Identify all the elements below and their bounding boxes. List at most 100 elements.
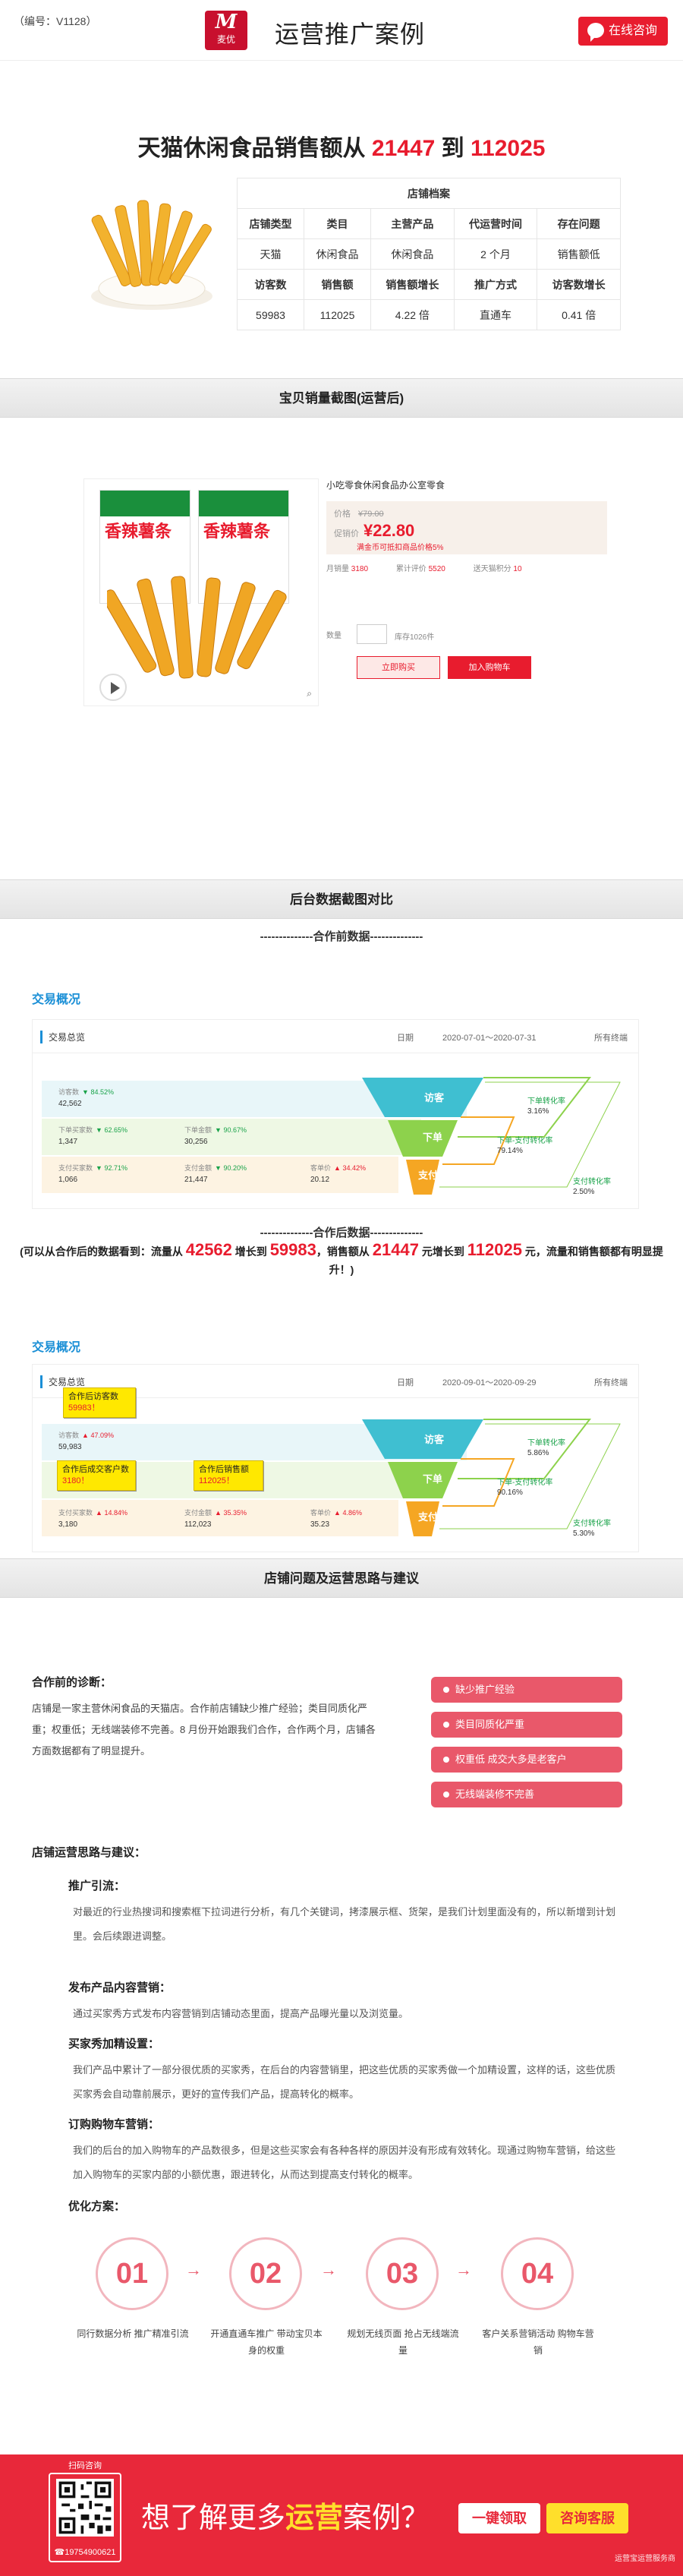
table-cell: 0.41 倍	[537, 299, 621, 330]
note-exclaim: ！	[225, 1476, 234, 1485]
qr-code-box[interactable]: 扫码咨询 ☎19754900621	[49, 2461, 121, 2562]
note-exclaim: ！	[80, 1476, 90, 1485]
add-to-cart-button[interactable]: 加入购物车	[448, 656, 531, 679]
conversion-bracket-inner	[442, 1458, 515, 1507]
logo[interactable]: M 麦优	[205, 11, 247, 50]
metric-value: 21,447	[184, 1176, 208, 1184]
logo-text: 麦优	[216, 34, 235, 45]
strategy-body: 通过买家秀方式发布内容营销到店铺动态里面，提高产品曝光量以及浏览量。	[73, 2008, 409, 2019]
metric-label: 支付买家数	[58, 1509, 93, 1517]
table-header: 推广方式	[453, 269, 538, 300]
conversion-label: 支付转化率	[573, 1178, 611, 1186]
strategy-body: 对最近的行业热搜词和搜索框下拉词进行分析，有几个关键词，拷漆展示框、货架，是我们…	[73, 1906, 616, 1942]
comparison-value: 59983	[269, 1240, 316, 1259]
metric-change: ▼ 90.20%	[215, 1164, 247, 1172]
online-consult-button[interactable]: 在线咨询	[578, 17, 668, 46]
price-box: 价格¥79.00 促销价¥22.80 满金币可抵扣商品价格5%	[326, 501, 607, 554]
step-text: 同行数据分析 推广精准引流	[77, 2328, 189, 2339]
headline-prefix: 天猫休闲食品销售额从	[137, 136, 372, 161]
metric-label: 客单价	[310, 1509, 332, 1517]
step-number: 04	[501, 2237, 574, 2310]
qr-code-icon	[56, 2479, 114, 2537]
conversion-bracket-total	[439, 1423, 621, 1530]
one-click-claim-button[interactable]: 一键领取	[458, 2503, 540, 2533]
headline-from: 21447	[371, 136, 436, 161]
package-name: 香辣薯条	[203, 522, 271, 541]
buy-now-button[interactable]: 立即购买	[357, 656, 440, 679]
store-profile-title: 店铺档案	[237, 178, 621, 209]
metric-change: ▲ 14.84%	[96, 1509, 127, 1517]
metric-pay-buyers: 支付买家数▲ 14.84%3,180	[58, 1507, 127, 1529]
date-range[interactable]: 2020-07-01～2020-07-31	[442, 1034, 537, 1043]
note-exclaim: ！	[91, 1403, 100, 1413]
conversion-label: 下单-支付转化率	[497, 1137, 553, 1145]
panel-header: 交易总览 日期 2020-07-01～2020-07-31 所有终端	[33, 1020, 638, 1053]
problem-pill: 无线端装修不完善	[431, 1782, 622, 1807]
play-video-button[interactable]	[99, 674, 127, 701]
funnel-payments	[406, 1501, 439, 1536]
metric-order-buyers: 下单买家数▼ 62.65%1,347	[58, 1125, 127, 1146]
stat-value: 10	[513, 565, 522, 573]
metric-value: 35.23	[310, 1520, 330, 1529]
terminal-select[interactable]: 所有终端	[594, 1034, 628, 1043]
metric-visitors: 访客数▲ 47.09%59,983	[58, 1430, 114, 1451]
metric-value: 112,023	[184, 1520, 212, 1529]
table-header: 代运营时间	[453, 208, 538, 239]
date-range[interactable]: 2020-09-01～2020-09-29	[442, 1378, 537, 1387]
note-value: 112025	[199, 1476, 226, 1485]
online-consult-label: 在线咨询	[609, 24, 658, 37]
headline-mid: 到	[435, 136, 471, 161]
conversion-bracket-total	[439, 1081, 621, 1188]
price-note: 满金币可抵扣商品价格5%	[357, 544, 444, 552]
header: （编号：V1128） M 麦优 运营推广案例 在线咨询	[0, 0, 683, 61]
comparison-value: 42562	[185, 1240, 232, 1259]
slogan-prefix: 想了解更多	[141, 2502, 286, 2534]
panel-label: 交易总览	[40, 1375, 85, 1388]
strategy-body: 我们产品中累计了一部分很优质的买家秀，在后台的内容营销里，把这些优质的买家秀做一…	[73, 2064, 616, 2100]
table-cell: 天猫	[236, 238, 305, 270]
metric-value: 59,983	[58, 1443, 82, 1451]
funnel-label: 访客	[424, 1092, 445, 1103]
note-label: 合作后访客数	[68, 1392, 118, 1401]
table-row: 访客数 销售额 销售额增长 推广方式 访客数增长	[236, 269, 621, 300]
comparison-text: (可以从合作后的数据看到：流量从	[20, 1245, 186, 1258]
funnel-label: 下单	[423, 1473, 443, 1485]
funnel-label: 下单	[423, 1132, 443, 1143]
metric-value: 30,256	[184, 1138, 208, 1146]
panel-label: 交易总览	[40, 1031, 85, 1043]
note-label: 合作后销售额	[199, 1465, 249, 1474]
contact-phone: ☎19754900621	[54, 2548, 116, 2557]
metric-label: 访客数	[58, 1088, 80, 1096]
strategy-heading: 推广引流：	[68, 1880, 126, 1893]
contact-service-button[interactable]: 咨询客服	[546, 2503, 628, 2533]
stat-monthly-sales: 月销量 3180	[326, 565, 368, 573]
note-after-buyers: 合作后成交客户数 3180！	[57, 1460, 136, 1491]
metric-change: ▲ 35.35%	[215, 1509, 247, 1517]
after-overview-title: 交易概况	[32, 1341, 81, 1354]
metric-change: ▼ 90.67%	[215, 1126, 247, 1134]
strategy-body: 我们的后台的加入购物车的产品数很多，但是这些买家会有各种各样的原因并没有形成有效…	[73, 2145, 616, 2180]
table-cell: 112025	[304, 299, 372, 330]
quantity-stepper[interactable]	[357, 624, 387, 644]
promo-price-label: 促销价	[334, 529, 359, 538]
before-trade-panel: 交易总览 日期 2020-07-01～2020-07-31 所有终端 访客数 ▼ …	[32, 1019, 639, 1209]
metric-unit-price: 客单价▲ 4.86%35.23	[310, 1507, 362, 1529]
funnel-visitors	[362, 1078, 483, 1117]
step-text: 开通直通车推广 带动宝贝本身的权重	[210, 2328, 323, 2356]
before-overview-title: 交易概况	[32, 993, 81, 1006]
zoom-icon[interactable]: ⌕	[307, 688, 312, 699]
diagnosis-body: 店铺是一家主营休闲食品的天猫店。合作前店铺缺少推广经验；类目同质化严重；权重低；…	[32, 1703, 376, 1757]
section-problems: 店铺问题及运营思路与建议	[0, 1558, 683, 1598]
stat-reviews: 累计评价 5520	[396, 565, 445, 573]
metric-value: 20.12	[310, 1176, 330, 1184]
diagnosis-title: 合作前的诊断：	[32, 1676, 112, 1689]
promo-price-row: 促销价¥22.80	[334, 521, 414, 541]
terminal-select[interactable]: 所有终端	[594, 1378, 628, 1387]
note-value: 59983	[68, 1403, 92, 1413]
product-stats: 月销量 3180 累计评价 5520 送天猫积分 10	[326, 562, 607, 573]
problem-pill: 权重低 成交大多是老客户	[431, 1747, 622, 1773]
metric-change-value: 47.09%	[90, 1432, 114, 1439]
case-code: （编号：V1128）	[14, 15, 97, 27]
